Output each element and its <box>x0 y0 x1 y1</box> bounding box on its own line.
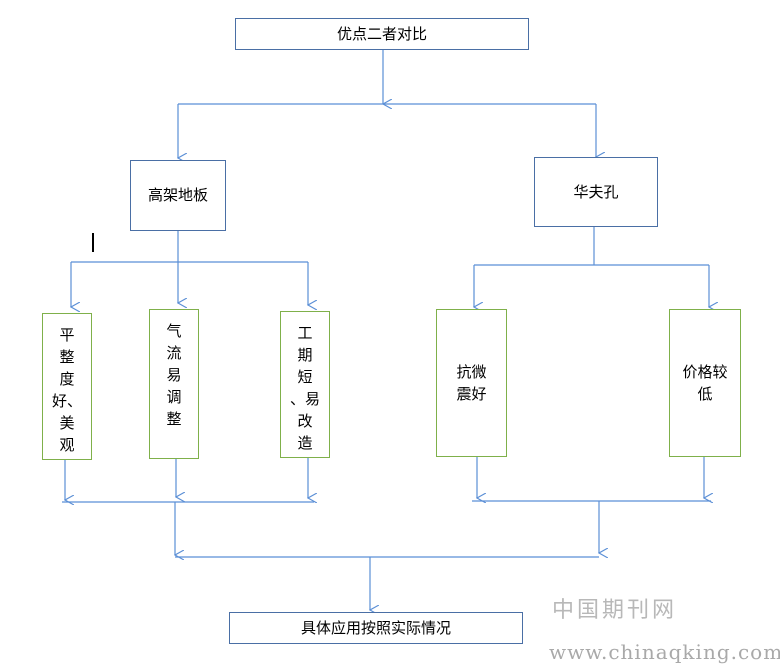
vertical-char: 观 <box>59 436 75 454</box>
conclusion-node: 具体应用按照实际情况 <box>229 612 523 644</box>
right-branch-label: 华夫孔 <box>573 182 619 201</box>
right-item-2-label: 价格较低 <box>682 363 728 403</box>
vertical-char: 造 <box>297 434 313 452</box>
left-branch-label: 高架地板 <box>147 186 208 204</box>
left-item-2-label: 气流易调整 <box>150 320 198 430</box>
right-item-2: 价格较低 <box>669 309 741 457</box>
left-item-1-label: 平整度好、美观 <box>43 324 91 456</box>
vertical-char: 整 <box>59 348 75 366</box>
left-item-1: 平整度好、美观 <box>42 313 92 460</box>
left-item-3-label: 工期短、易改造 <box>281 322 329 454</box>
right-item-1: 抗微震好 <box>436 309 507 457</box>
left-item-3: 工期短、易改造 <box>280 311 330 458</box>
vertical-char: 调 <box>166 388 182 406</box>
vertical-char: 工 <box>297 324 313 342</box>
vertical-char: 、易 <box>289 390 320 408</box>
vertical-char: 短 <box>297 368 313 386</box>
vertical-char: 气 <box>166 322 182 340</box>
watermark-url: www.chinaqking.com <box>549 640 780 664</box>
left-branch-node: 高架地板 <box>130 160 226 231</box>
vertical-char: 美 <box>59 414 75 432</box>
vertical-char: 期 <box>297 346 313 364</box>
root-node: 优点二者对比 <box>235 18 529 50</box>
conclusion-label: 具体应用按照实际情况 <box>300 618 451 637</box>
vertical-char: 度 <box>59 370 75 388</box>
vertical-char: 平 <box>59 326 75 344</box>
vertical-char: 流 <box>166 344 182 362</box>
vertical-char: 易 <box>166 366 182 384</box>
text-cursor <box>92 233 94 252</box>
vertical-char: 改 <box>297 412 313 430</box>
left-item-2: 气流易调整 <box>149 309 199 459</box>
vertical-char: 整 <box>166 410 182 428</box>
root-label: 优点二者对比 <box>336 24 427 43</box>
vertical-char: 好、 <box>51 392 82 410</box>
right-branch-node: 华夫孔 <box>534 157 658 227</box>
watermark-title: 中国期刊网 <box>552 598 678 623</box>
right-item-1-label: 抗微震好 <box>456 363 487 403</box>
